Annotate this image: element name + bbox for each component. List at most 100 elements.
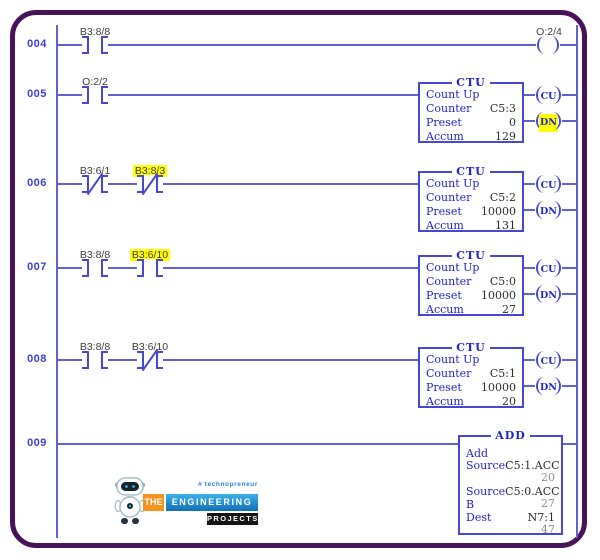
rung-wire (58, 183, 418, 185)
coil-paren-icon (553, 351, 561, 369)
contact-address-label[interactable]: B3:8/8 (79, 341, 111, 353)
block-description: Count Up (426, 88, 480, 101)
rung-number[interactable]: 008 (27, 353, 47, 365)
contact-bracket-icon (82, 175, 89, 193)
contact-address-label[interactable]: B3:6/10 (129, 249, 171, 261)
contact-bracket-icon (82, 36, 89, 54)
coil-paren-icon (551, 36, 559, 54)
param-value: 129 (495, 130, 516, 143)
coil-paren-icon (537, 36, 545, 54)
coil-paren-icon (553, 112, 561, 130)
coil-paren-icon (536, 377, 544, 395)
logo-word-projects: PROJECTS (207, 513, 259, 525)
param-value: 131 (495, 219, 516, 232)
rung-wire (58, 44, 577, 46)
contact-address-label[interactable]: B3:8/8 (79, 26, 111, 38)
contact-bracket-icon (101, 175, 108, 193)
cu-coil[interactable]: CU (535, 86, 562, 104)
contact-bracket-icon (137, 175, 144, 193)
contact-address-label[interactable]: B3:8/8 (79, 249, 111, 261)
xio-contact[interactable] (82, 172, 108, 196)
param-label: Counter (426, 367, 472, 380)
robot-mascot-icon (114, 477, 146, 524)
param-label: Dest (466, 511, 492, 524)
coil-paren-icon (536, 259, 544, 277)
xic-contact[interactable] (82, 259, 108, 277)
dn-coil[interactable]: DN (535, 112, 562, 132)
coil-paren-icon (553, 175, 561, 193)
coil-paren-icon (553, 377, 561, 395)
block-description: Count Up (426, 261, 480, 274)
contact-bracket-icon (82, 86, 89, 104)
xic-contact[interactable] (137, 259, 163, 277)
coil-paren-icon (536, 351, 544, 369)
coil-paren-icon (553, 259, 561, 277)
xio-contact[interactable] (137, 172, 163, 196)
param-label: Source B (466, 485, 506, 511)
coil-address-label[interactable]: O:2/4 (536, 26, 562, 38)
param-label: Accum (426, 395, 464, 408)
param-label: Preset (426, 289, 462, 302)
contact-bracket-icon (156, 351, 163, 369)
rung-wire (563, 443, 577, 445)
logo-word-engineering: ENGINEERING (166, 494, 258, 511)
xic-contact[interactable] (82, 36, 108, 54)
dn-coil[interactable]: DN (535, 377, 562, 395)
contact-bracket-icon (101, 36, 108, 54)
contact-bracket-icon (101, 351, 108, 369)
block-title: ADD (460, 429, 561, 442)
block-title: CTU (420, 76, 522, 89)
rung-number[interactable]: 007 (27, 261, 47, 273)
coil-paren-icon (553, 86, 561, 104)
param-label: Counter (426, 102, 472, 115)
param-label: Counter (426, 191, 472, 204)
param-label: Preset (426, 205, 462, 218)
logo-word-the: THE (143, 494, 164, 511)
dn-coil[interactable]: DN (535, 201, 562, 219)
cu-coil[interactable]: CU (535, 351, 562, 369)
block-title: CTU (420, 341, 522, 354)
right-power-rail (576, 25, 578, 538)
param-value: C5:1 (489, 367, 516, 380)
coil-paren-icon (536, 86, 544, 104)
xic-contact[interactable] (82, 86, 108, 104)
block-title: CTU (420, 249, 522, 262)
contact-address-label[interactable]: O:2/2 (82, 76, 108, 88)
param-value: 20 (502, 395, 516, 408)
output-energize-coil[interactable] (536, 36, 560, 54)
param-label: Accum (426, 130, 464, 143)
dn-coil[interactable]: DN (535, 285, 562, 303)
cu-coil[interactable]: CU (535, 175, 562, 193)
contact-address-label[interactable]: B3:6/10 (131, 341, 169, 353)
rung-number[interactable]: 005 (27, 88, 47, 100)
rung-number[interactable]: 006 (27, 177, 47, 189)
block-title: CTU (420, 165, 522, 178)
param-value: 10000 (481, 381, 516, 394)
brand-logo: # technopreneur THE ENGINEERING PROJECTS (110, 470, 262, 534)
param-label: Accum (426, 303, 464, 316)
rung-number[interactable]: 004 (27, 38, 47, 50)
xio-contact[interactable] (137, 348, 163, 372)
logo-tagline: # technopreneur (198, 481, 258, 488)
xic-contact[interactable] (82, 351, 108, 369)
param-value: 0 (509, 116, 516, 129)
rung-number[interactable]: 009 (27, 437, 47, 449)
block-description: Count Up (426, 177, 480, 190)
cu-coil[interactable]: CU (535, 259, 562, 277)
rung-wire (58, 94, 418, 96)
param-current-value: 20 (541, 471, 555, 484)
contact-bracket-icon (137, 259, 144, 277)
param-current-value: 47 (541, 523, 555, 536)
param-value: 10000 (481, 289, 516, 302)
coil-paren-icon (553, 201, 561, 219)
coil-paren-icon (553, 285, 561, 303)
contact-bracket-icon (156, 175, 163, 193)
param-value: C5:2 (489, 191, 516, 204)
contact-bracket-icon (137, 351, 144, 369)
